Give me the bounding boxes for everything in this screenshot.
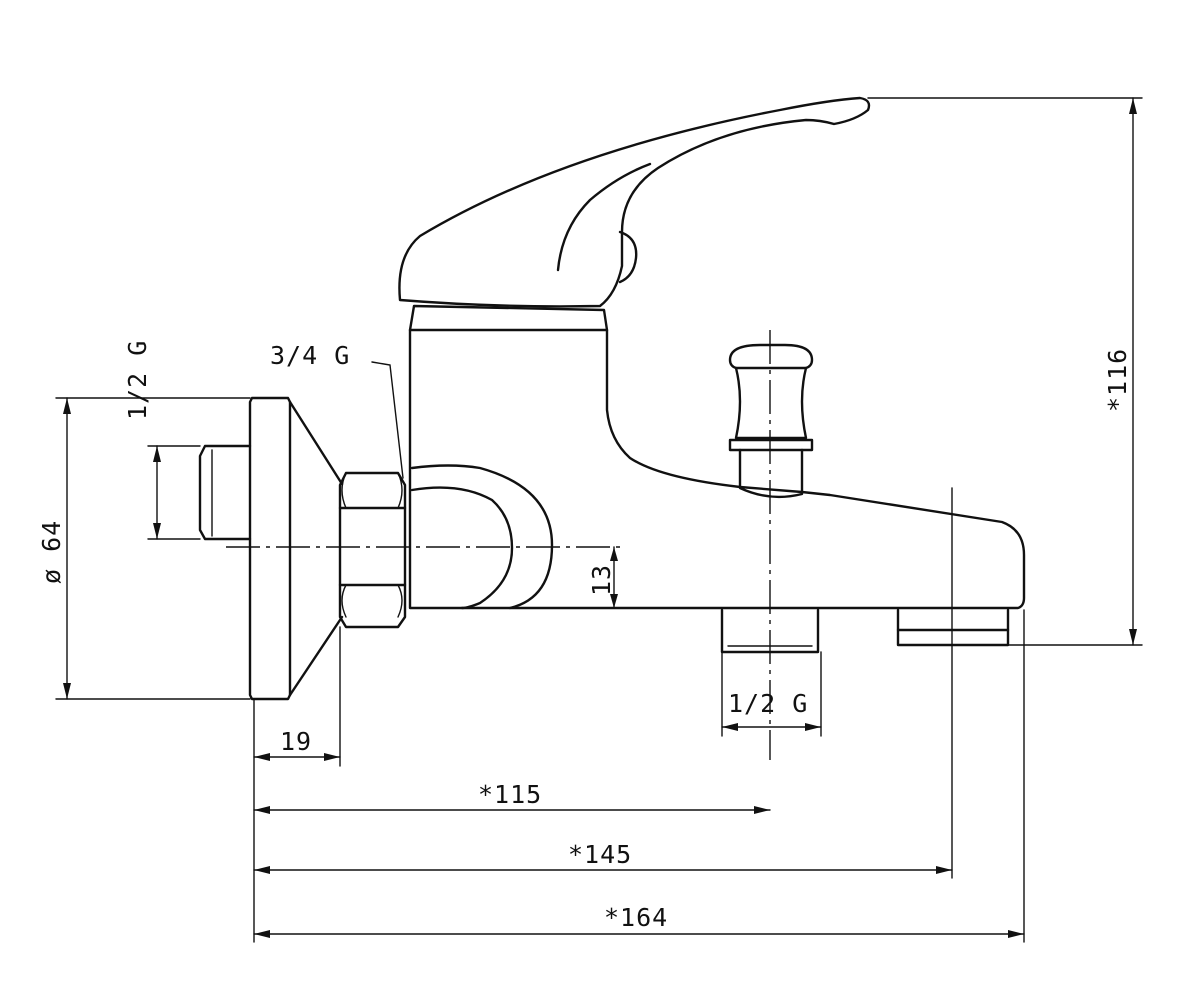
spout-aerator	[896, 608, 1010, 647]
label-outlet-thread: 1/2 G	[728, 689, 808, 718]
mixer-body	[408, 304, 1026, 610]
mixer-lever-handle	[398, 96, 871, 308]
label-nut-thread: 3/4 G	[270, 341, 350, 370]
label-length-total: *164	[604, 903, 668, 932]
dim-flange-diameter: ø 64	[37, 397, 251, 700]
dim-axis-offset: 13	[587, 546, 618, 609]
label-flange-width: 19	[280, 727, 312, 756]
label-inlet-thread: 1/2 G	[123, 340, 152, 420]
label-length-spout-body: *145	[568, 840, 632, 869]
label-length-outlet: *115	[478, 780, 542, 809]
diverter-knob	[728, 343, 814, 499]
wall-inlet-thread	[198, 444, 252, 541]
dim-length-spout-body: *145	[253, 840, 953, 874]
dim-length-total: *164	[253, 903, 1025, 938]
escutcheon-flange	[248, 396, 344, 701]
dim-nut-thread: 3/4 G	[270, 341, 404, 479]
inlet-connector	[410, 464, 554, 610]
dim-inlet-thread: 1/2 G	[123, 340, 201, 540]
dim-length-outlet: *115	[253, 780, 771, 814]
dim-total-height: *116	[867, 97, 1143, 646]
label-total-height: *116	[1103, 348, 1132, 412]
label-flange-diameter: ø 64	[37, 520, 66, 584]
dim-flange-width: 19	[253, 727, 341, 761]
label-axis-offset: 13	[587, 564, 616, 596]
dim-outlet-thread: 1/2 G	[721, 651, 822, 737]
hex-nut	[338, 471, 407, 629]
